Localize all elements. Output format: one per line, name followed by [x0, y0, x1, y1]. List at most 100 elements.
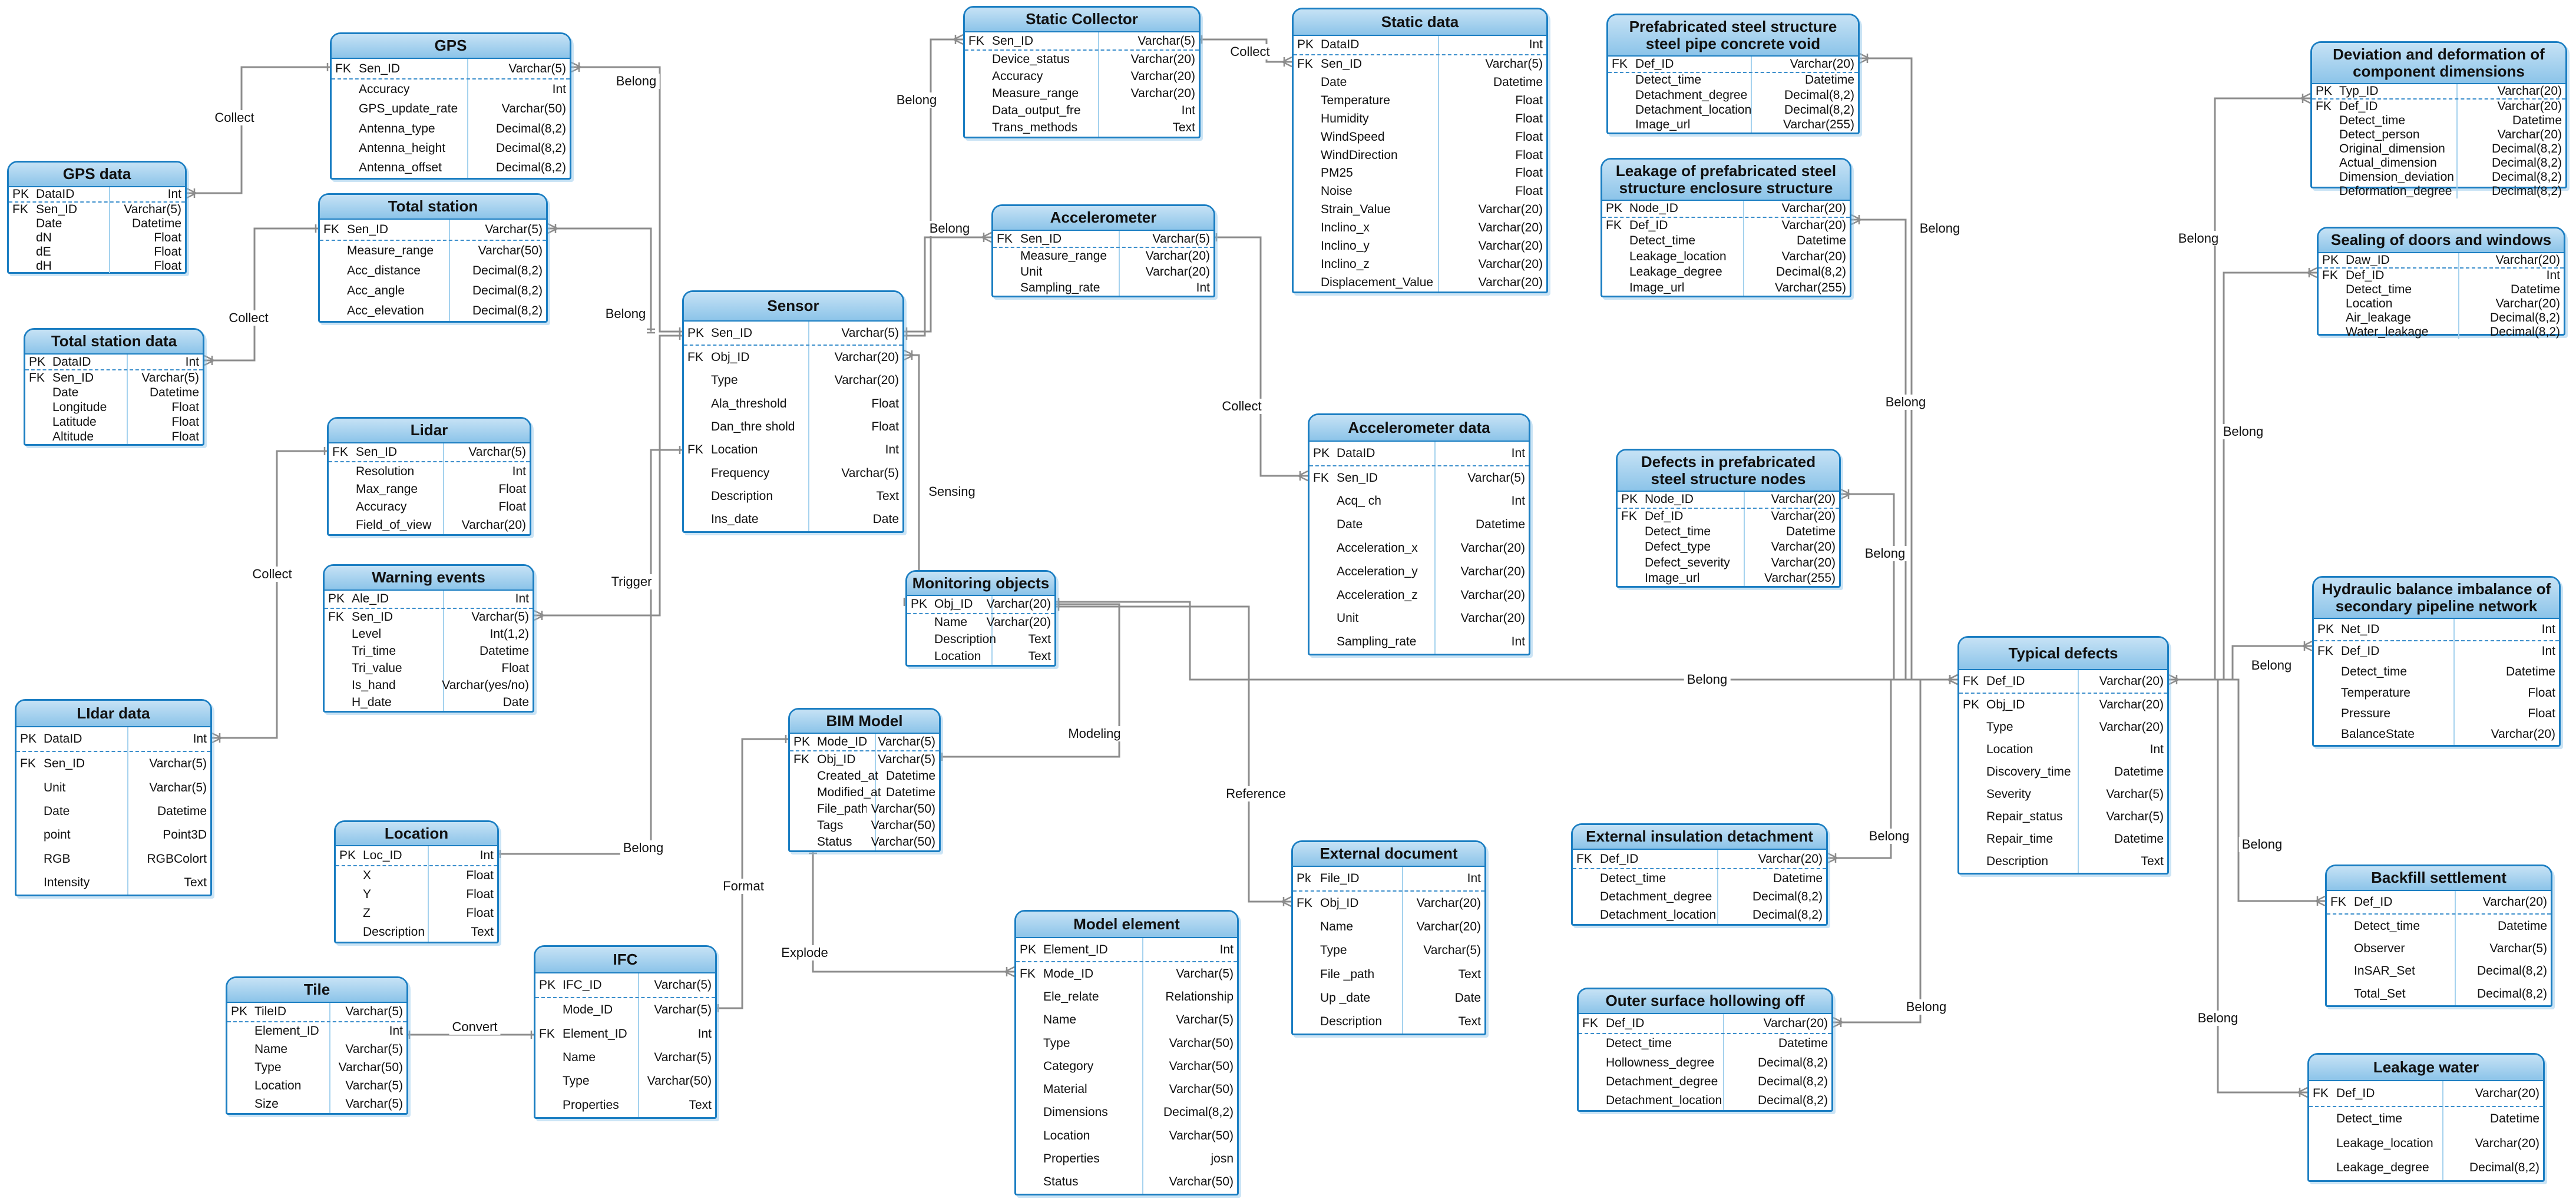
field-key: FK — [2317, 644, 2333, 658]
entity-title: Sealing of doors and windows — [2319, 228, 2564, 253]
field-name: Temperature — [2341, 685, 2410, 700]
field-type: Varchar(20) — [2491, 727, 2555, 741]
field-type: Datetime — [2510, 283, 2560, 296]
field-name: Properties — [1043, 1152, 1100, 1166]
relationship-label: Belong — [1903, 999, 1950, 1015]
field-type: Varchar(5) — [1152, 231, 1210, 246]
field-name: Detect_time — [2341, 665, 2408, 679]
field-name: Description — [711, 489, 773, 503]
entity-leakage_prefab: Leakage of prefabricated steel structure… — [1601, 158, 1851, 297]
field-type: Decimal(8,2) — [1163, 1105, 1234, 1119]
field-type: Varchar(20) — [1771, 540, 1836, 554]
field-name: Field_of_view — [356, 518, 432, 532]
field-type: Varchar(5) — [508, 61, 566, 75]
field-key: PK — [2322, 253, 2339, 267]
field-type: Varchar(20) — [1758, 852, 1823, 866]
field-type: Varchar(255) — [1783, 118, 1854, 132]
field-type: Int — [697, 1026, 712, 1041]
field-name: Dimension_deviation — [2339, 170, 2454, 184]
field-name: Status — [1043, 1175, 1079, 1189]
field-type: Decimal(8,2) — [2469, 1161, 2539, 1175]
field-name: IFC_ID — [563, 978, 602, 992]
field-type: Varchar(20) — [2497, 84, 2562, 98]
field-type: Varchar(5) — [2106, 787, 2164, 801]
relationship-label: Reference — [1223, 786, 1289, 801]
field-type: Varchar(20) — [1145, 264, 1210, 279]
field-name: Detachment_degree — [1600, 889, 1712, 903]
entity-title: Accelerometer — [993, 206, 1213, 231]
column-divider — [109, 187, 111, 273]
field-name: Leakage_degree — [2336, 1161, 2429, 1175]
entity-title: Leakage of prefabricated steel structure… — [1602, 160, 1850, 201]
field-name: Type — [711, 373, 738, 387]
field-type: Varchar(50) — [501, 102, 566, 116]
field-name: Unit — [44, 780, 66, 794]
field-type: Varchar(5) — [1467, 471, 1525, 485]
field-name: Name — [563, 1051, 596, 1065]
field-key: PK — [2316, 84, 2333, 98]
field-type: Decimal(8,2) — [2491, 156, 2562, 170]
relationship-label: Belong — [926, 221, 973, 236]
column-divider — [2458, 253, 2460, 339]
field-key: PK — [231, 1005, 248, 1019]
field-key: FK — [1297, 896, 1312, 910]
field-type: Datetime — [2114, 765, 2164, 779]
field-name: Measure_range — [1020, 249, 1107, 263]
field-type: Decimal(8,2) — [472, 304, 543, 317]
field-name: Sen_ID — [711, 326, 753, 340]
field-name: dE — [36, 245, 51, 259]
relationship-label: Belong — [602, 306, 649, 322]
column-divider — [2453, 619, 2455, 745]
field-type: Decimal(8,2) — [1775, 265, 1846, 279]
field-type: Varchar(5) — [878, 753, 935, 767]
field-type: Float — [1515, 148, 1543, 162]
field-name: Sen_ID — [347, 223, 389, 236]
field-name: Name — [934, 615, 968, 630]
field-name: Detect_time — [2339, 114, 2406, 128]
field-type: Varchar(20) — [986, 615, 1051, 630]
field-name: Detect_time — [1600, 871, 1666, 885]
field-name: Daw_ID — [2346, 253, 2390, 267]
relationship-label: Explode — [778, 945, 831, 960]
field-type: Varchar(5) — [654, 1051, 712, 1065]
field-key: PK — [1297, 38, 1314, 52]
field-type: Varchar(5) — [654, 978, 712, 992]
field-name: dN — [36, 231, 52, 244]
field-name: Accuracy — [992, 69, 1043, 83]
field-name: Def_ID — [2339, 100, 2378, 114]
relationship-lidar_data-lidar — [211, 447, 329, 744]
field-type: Int — [1511, 494, 1525, 508]
